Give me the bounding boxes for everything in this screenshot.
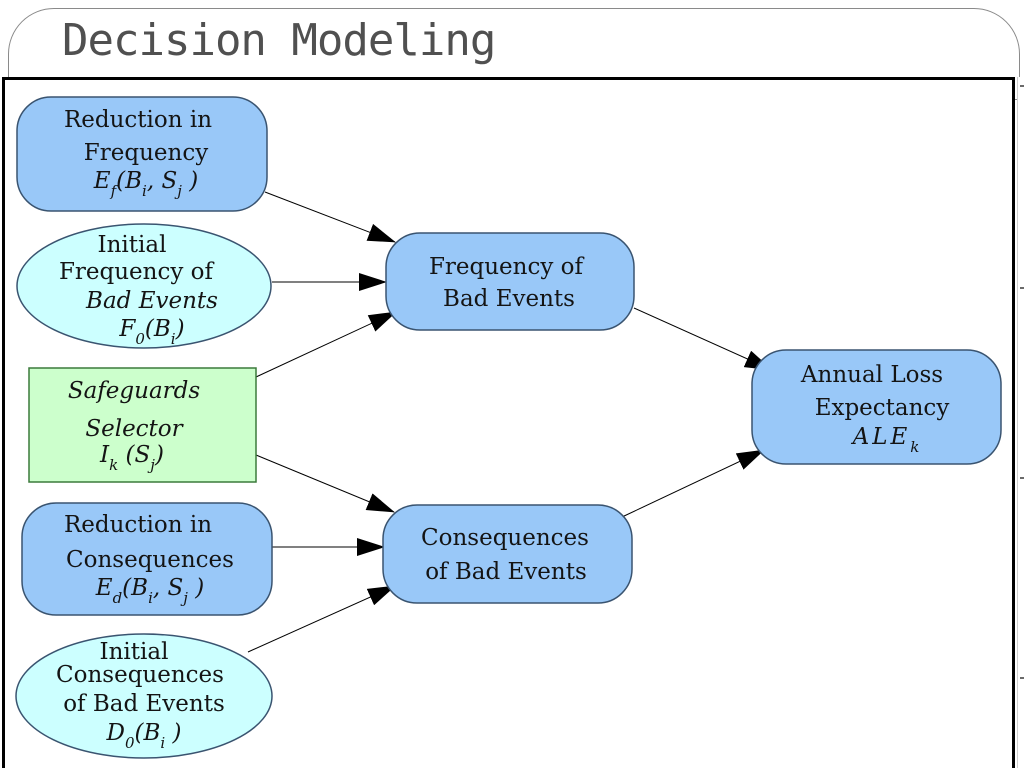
- strip-dash: [1020, 677, 1024, 679]
- node-label: Consequences: [56, 662, 224, 688]
- node-label: Bad Events: [443, 286, 575, 312]
- node-formula: Ed(Bi, Sj ): [95, 575, 204, 607]
- node-formula: F0(Bi): [118, 316, 184, 348]
- node-formula: ALEk: [851, 424, 920, 456]
- node-shape: [16, 223, 272, 349]
- node-label: Frequency: [84, 140, 208, 166]
- node-reduction-in-frequency[interactable]: Reduction in Frequency Ef(Bi, Sj ): [16, 96, 268, 212]
- node-label: of Bad Events: [63, 691, 225, 717]
- node-formula: Ik (Sj): [99, 442, 164, 474]
- node-formula: D0(Bi ): [106, 720, 182, 752]
- strip-dash: [1020, 287, 1024, 289]
- node-initial-consequences-of-bad-events[interactable]: Initial Consequences of Bad Events D0(Bi…: [15, 633, 273, 759]
- node-label: Consequences: [421, 525, 589, 551]
- strip-dash: [1020, 85, 1024, 87]
- node-label: Reduction in: [64, 512, 212, 538]
- node-shape: [16, 96, 268, 212]
- node-frequency-of-bad-events[interactable]: Frequency of Bad Events: [385, 232, 635, 331]
- node-consequences-of-bad-events[interactable]: Consequences of Bad Events: [382, 504, 633, 604]
- node-shape: [385, 232, 635, 331]
- node-annual-loss-expectancy[interactable]: Annual Loss Expectancy ALEk: [751, 349, 1002, 465]
- edge-initial-consequences-to-consequences: [247, 585, 396, 653]
- node-label: Frequency of: [59, 259, 215, 285]
- node-label: Initial: [98, 232, 167, 258]
- node-reduction-in-consequences[interactable]: Reduction in Consequences Ed(Bi, Sj ): [21, 502, 273, 616]
- node-label: Expectancy: [815, 395, 950, 421]
- node-shape: [21, 502, 273, 616]
- node-formula: Ef(Bi, Sj ): [93, 168, 198, 200]
- node-label: Frequency of: [429, 254, 585, 280]
- slide-title: Decision Modeling: [62, 15, 496, 66]
- node-initial-frequency-of-bad-events[interactable]: Initial Frequency of Bad Events F0(Bi): [16, 223, 272, 349]
- edge-selector-to-consequences: [255, 454, 395, 513]
- node-shape: [751, 349, 1002, 465]
- node-label: Annual Loss: [800, 362, 943, 388]
- node-label: Safeguards: [68, 378, 201, 404]
- node-shape: [382, 504, 633, 604]
- node-label: Initial: [100, 639, 169, 665]
- edge-frequency-to-ale: [633, 307, 773, 371]
- scroll-strip: [1017, 77, 1024, 768]
- node-safeguards-selector[interactable]: Safeguards Selector Ik (Sj): [28, 367, 257, 483]
- edge-consequences-to-ale: [621, 449, 765, 518]
- node-label: of Bad Events: [425, 559, 587, 585]
- edge-selector-to-frequency: [255, 311, 397, 378]
- node-label: Selector: [85, 416, 184, 442]
- edges: [247, 191, 773, 653]
- node-shape: [28, 367, 257, 483]
- edge-reduction-frequency-to-frequency: [264, 191, 396, 243]
- node-label: Bad Events: [85, 288, 218, 314]
- node-shape: [15, 633, 273, 759]
- node-label: Reduction in: [64, 107, 212, 133]
- strip-dash: [1020, 477, 1024, 479]
- node-label: Consequences: [66, 547, 234, 573]
